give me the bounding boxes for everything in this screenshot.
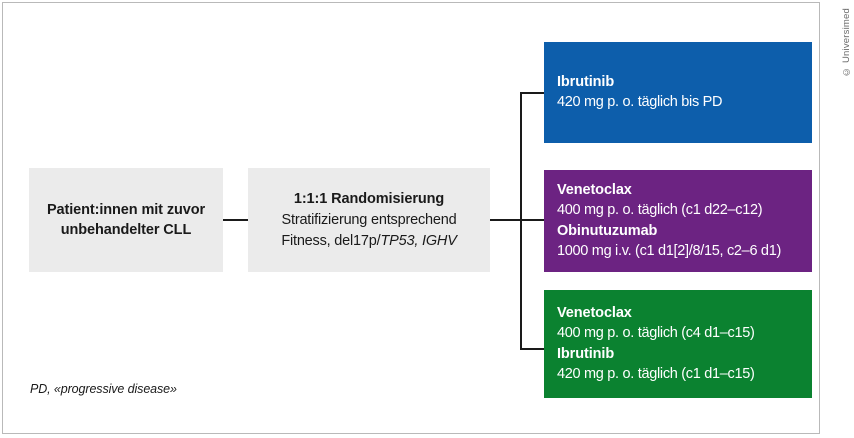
randomisation-strata: Fitness, del17p/TP53, IGHV [281, 231, 457, 252]
connector-vertical-bus [520, 92, 522, 349]
strata-gene-ighv-text: IGHV [422, 232, 457, 249]
population-line-1: Patient:innen mit zuvor [46, 202, 205, 218]
figure-footnote: PD, «progressive disease» [30, 382, 177, 396]
population-box: Patient:innen mit zuvor unbehandelter CL… [29, 168, 223, 272]
randomisation-subtitle: Stratifizierung entsprechend [281, 211, 457, 228]
arm-box-venetoclax-obinutuzumab: Venetoclax 400 mg p. o. täglich (c1 d22–… [544, 170, 812, 272]
arm-vo-drug-1: Venetoclax [557, 182, 632, 198]
connector-to-arm-venetoclax-ibrutinib [520, 348, 544, 350]
randomisation-box: 1:1:1 Randomisierung Stratifizierung ent… [248, 168, 490, 272]
strata-prefix: Fitness, del17p/ [281, 232, 381, 249]
arm-vo-dose-2: 1000 mg i.v. (c1 d1[2]/8/15, c2–6 d1) [557, 243, 781, 259]
arm-vo-dose-1: 400 mg p. o. täglich (c1 d22–c12) [557, 202, 763, 218]
copyright-label: © Universimed [841, 8, 852, 78]
arm-box-ibrutinib: Ibrutinib 420 mg p. o. täglich bis PD [544, 42, 812, 143]
arm-vi-drug-2: Ibrutinib [557, 346, 615, 362]
arm-vi-drug-1: Venetoclax [557, 305, 632, 321]
arm-ibrutinib-dose-1: 420 mg p. o. täglich bis PD [557, 94, 723, 110]
arm-box-venetoclax-ibrutinib: Venetoclax 400 mg p. o. täglich (c4 d1–c… [544, 290, 812, 398]
arm-vo-drug-2: Obinutuzumab [557, 223, 658, 239]
population-line-2: unbehandelter CLL [60, 222, 192, 238]
arm-vi-dose-1: 400 mg p. o. täglich (c4 d1–c15) [557, 325, 755, 341]
randomisation-title: 1:1:1 Randomisierung [293, 190, 445, 207]
connector-to-arm-ibrutinib [520, 92, 544, 94]
connector-randomisation-out [490, 219, 544, 221]
arm-vi-dose-2: 420 mg p. o. täglich (c1 d1–c15) [557, 366, 755, 382]
connector-population-to-randomisation [223, 219, 248, 221]
arm-ibrutinib-drug-1: Ibrutinib [557, 74, 615, 90]
strata-gene-tp53: TP53, [380, 232, 419, 249]
